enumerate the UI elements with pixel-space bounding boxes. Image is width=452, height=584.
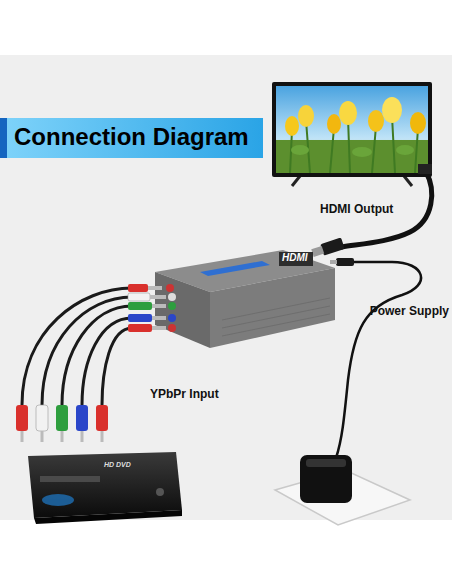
rca-cable [42, 297, 132, 405]
tulip [327, 114, 341, 134]
logo-plate [279, 252, 313, 266]
backdrop [0, 55, 452, 520]
tv-leg [404, 176, 412, 186]
disc [42, 494, 74, 506]
rca-plugs-upper [128, 284, 166, 332]
tv-frame [272, 82, 432, 177]
rca-plug [76, 405, 88, 431]
banner-edge [0, 118, 7, 158]
rca-pin [150, 295, 166, 299]
tulips [276, 97, 428, 173]
tulip [339, 101, 357, 125]
hdmi-logo: HDMI [282, 252, 308, 264]
rca-pin [152, 304, 166, 308]
converter [155, 250, 335, 348]
rca-plug [128, 293, 150, 301]
power-adapter [300, 455, 352, 503]
rca-cable [22, 288, 132, 405]
tulip [382, 97, 402, 123]
rca-plugs-lower [16, 405, 108, 442]
rca-pins [22, 431, 102, 442]
rca-plug [16, 405, 28, 431]
title: Connection Diagram [14, 123, 249, 151]
converter-stripe [200, 261, 270, 276]
title-banner [0, 118, 263, 158]
input-label: YPbPr Input [150, 388, 219, 402]
rca-jack [166, 284, 174, 292]
tv-leg [292, 176, 300, 186]
rca-plug [128, 284, 148, 292]
dc-tip [330, 260, 337, 264]
player-body [28, 452, 182, 518]
tulip [368, 110, 384, 132]
adapter-highlight [306, 459, 346, 467]
rca-cable [82, 318, 132, 405]
rca-plug [128, 314, 152, 322]
power-label: Power Supply [370, 305, 449, 319]
rca-pin [148, 286, 162, 290]
rca-jack [168, 324, 176, 332]
rca-pin [152, 316, 166, 320]
rca-jack [168, 293, 176, 301]
grass [276, 140, 428, 173]
dc-plug [336, 258, 354, 266]
power-cable [336, 262, 421, 458]
rca-plug [96, 405, 108, 431]
rca-pin [152, 326, 166, 330]
rca-plug [128, 324, 152, 332]
dvd-player [28, 452, 182, 524]
rca-cable [62, 306, 132, 405]
player-logo: HD DVD [104, 461, 131, 469]
plug-tip [311, 246, 324, 257]
tv-screen [276, 86, 428, 173]
tulip [410, 112, 426, 134]
rca-plug [128, 302, 152, 310]
vents [222, 298, 330, 336]
converter-side [210, 268, 335, 348]
rca-jack [168, 314, 176, 322]
rca-jacks [166, 284, 176, 332]
tv [272, 82, 432, 186]
player-base [34, 510, 182, 524]
power-button [156, 488, 164, 496]
rca-cable [102, 328, 132, 405]
leaf [396, 145, 414, 155]
rca-jack [168, 302, 176, 310]
tulip [285, 116, 299, 136]
tulip [298, 105, 314, 127]
disc-tray [40, 476, 100, 482]
leaf [352, 147, 372, 157]
rca-cables [22, 288, 132, 405]
converter-front [155, 272, 210, 348]
leaf [291, 145, 309, 155]
rca-plug [36, 405, 48, 431]
rca-plug [56, 405, 68, 431]
hdmi-plug [311, 237, 345, 258]
output-label: HDMI Output [320, 203, 393, 217]
hdmi-plug [418, 164, 432, 174]
